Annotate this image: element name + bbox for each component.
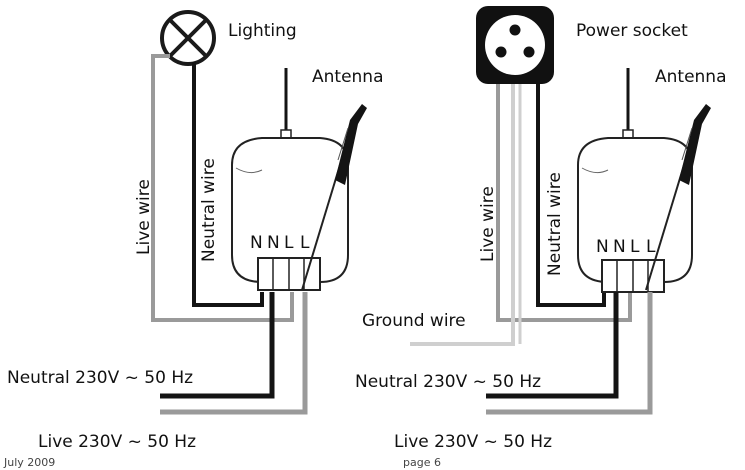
left-antenna-label: Antenna [312, 67, 384, 87]
left-terminal-n1: N [250, 233, 263, 253]
right-ground-wire [410, 84, 515, 346]
left-lamp-neutral-wire [192, 62, 264, 307]
right-terminal-n1: N [596, 237, 609, 257]
screwdriver-icon [645, 104, 711, 291]
right-supply-neutral-label: Neutral 230V ~ 50 Hz [355, 372, 541, 392]
right-supply-live-label: Live 230V ~ 50 Hz [394, 432, 552, 452]
right-antenna-label: Antenna [655, 67, 727, 87]
receiver-module-icon [577, 137, 693, 283]
right-supply-neutral-wire [486, 292, 619, 399]
left-neutral-wire-label: Neutral wire [199, 158, 219, 262]
lamp-icon [160, 10, 216, 66]
receiver-module-icon [231, 137, 349, 283]
left-supply-neutral-wire [160, 292, 275, 399]
left-terminal-l2: L [300, 233, 310, 253]
screwdriver-icon [301, 104, 367, 291]
left-terminal-n2: N [267, 233, 280, 253]
left-diagram: Lighting Live wire Neutral wire Antenna … [7, 10, 384, 452]
left-terminal-l1: L [284, 233, 294, 253]
right-terminal-l2: L [646, 237, 656, 257]
footer-date: July 2009 [3, 456, 55, 469]
right-live-wire-label: Live wire [478, 186, 498, 262]
right-socket-neutral-wire [536, 84, 606, 307]
power-socket-icon [476, 6, 554, 84]
power-socket-label: Power socket [576, 21, 688, 41]
right-socket-live-wire [496, 84, 632, 322]
left-supply-neutral-label: Neutral 230V ~ 50 Hz [7, 368, 193, 388]
right-supply-live-wire [486, 292, 653, 415]
left-live-wire-label: Live wire [134, 179, 154, 255]
lighting-label: Lighting [228, 21, 297, 41]
left-supply-live-wire [160, 292, 308, 415]
left-lamp-live-wire [151, 54, 294, 322]
right-neutral-wire-label: Neutral wire [545, 172, 565, 276]
footer-page-number: page 6 [403, 456, 441, 469]
right-terminal-l1: L [630, 237, 640, 257]
ground-wire-label: Ground wire [362, 311, 466, 331]
right-terminal-n2: N [613, 237, 626, 257]
right-diagram: Power socket Live wire Neutral wire Grou… [355, 6, 727, 452]
left-supply-live-label: Live 230V ~ 50 Hz [38, 432, 196, 452]
